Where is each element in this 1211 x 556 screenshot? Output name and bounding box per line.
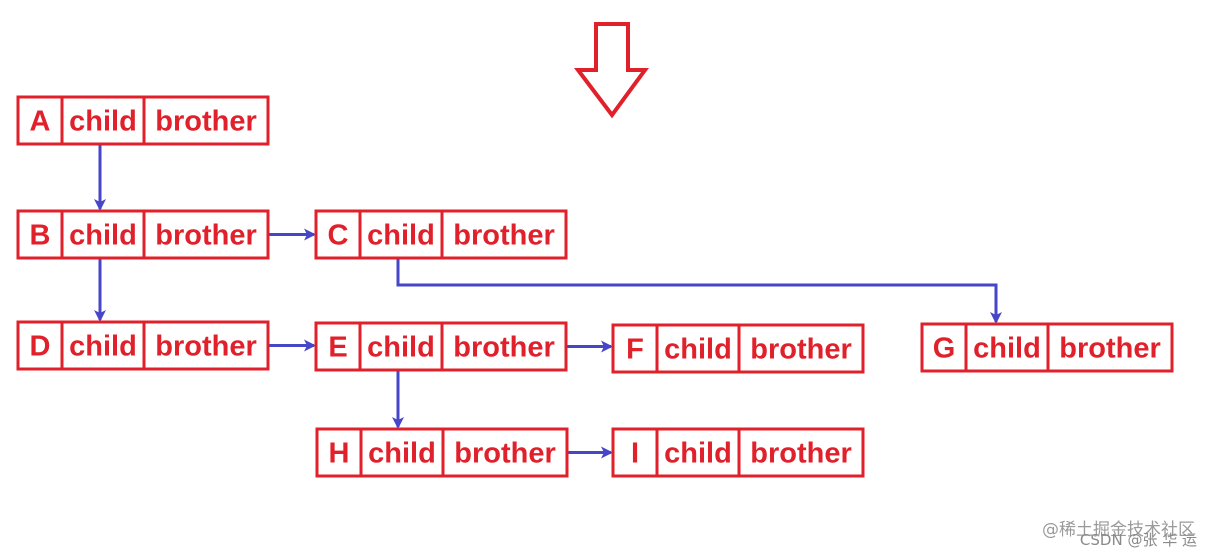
node-child-field: child	[368, 438, 436, 470]
node-label: A	[30, 106, 51, 138]
node-label-cell	[314, 321, 362, 372]
node-brother-field-cell	[142, 95, 270, 146]
node-child-field-cell	[964, 322, 1050, 373]
node-label: C	[328, 220, 349, 252]
node-label: B	[30, 220, 51, 252]
node-label: H	[329, 438, 350, 470]
node-label: I	[631, 438, 639, 470]
edges	[94, 120, 1002, 459]
node-brother-field: brother	[750, 438, 852, 470]
node-brother-field-cell	[142, 209, 270, 260]
down-arrow-icon	[573, 22, 649, 119]
node-label-cell	[611, 323, 659, 374]
node-child-field-cell	[60, 209, 146, 260]
node-brother-field: brother	[1059, 333, 1161, 365]
node-label-cell	[611, 427, 659, 478]
node-label-cell	[16, 209, 64, 260]
node-label-cell	[314, 209, 362, 260]
node-brother-field-cell	[1046, 322, 1174, 373]
node-label-cell	[315, 427, 363, 478]
node-label-cell	[16, 320, 64, 371]
edge-C-G-child	[396, 234, 1002, 324]
watermark-author: CSDN @张 华 运	[1079, 531, 1197, 549]
node-child-field: child	[367, 220, 435, 252]
node-label: G	[933, 333, 956, 365]
watermark-text: @稀土掘金技术社区	[1042, 520, 1195, 540]
node-brother-field-cell	[441, 427, 569, 478]
node-brother-field: brother	[750, 334, 852, 366]
node-brother-field-cell	[737, 427, 865, 478]
node-child-field-cell	[60, 320, 146, 371]
node-label: E	[328, 332, 347, 364]
node-brother-field: brother	[155, 220, 257, 252]
node-child-field: child	[69, 331, 137, 363]
node-brother-field-cell	[737, 323, 865, 374]
node-child-field: child	[973, 333, 1041, 365]
node-child-field: child	[664, 438, 732, 470]
node-label-cell	[16, 95, 64, 146]
node-child-field-cell	[655, 427, 741, 478]
node-label-cell	[920, 322, 968, 373]
node-child-field: child	[367, 332, 435, 364]
node-brother-field-cell	[142, 320, 270, 371]
node-brother-field: brother	[155, 106, 257, 138]
node-brother-field: brother	[453, 220, 555, 252]
node-child-field-cell	[358, 209, 444, 260]
node-label: D	[30, 331, 51, 363]
node-brother-field: brother	[453, 332, 555, 364]
node-brother-field: brother	[454, 438, 556, 470]
node-label: F	[626, 334, 644, 366]
node-brother-field-cell	[440, 209, 568, 260]
node-child-field-cell	[655, 323, 741, 374]
node-child-field: child	[69, 106, 137, 138]
node-child-field: child	[664, 334, 732, 366]
node-brother-field: brother	[155, 331, 257, 363]
node-brother-field-cell	[440, 321, 568, 372]
node-child-field: child	[69, 220, 137, 252]
